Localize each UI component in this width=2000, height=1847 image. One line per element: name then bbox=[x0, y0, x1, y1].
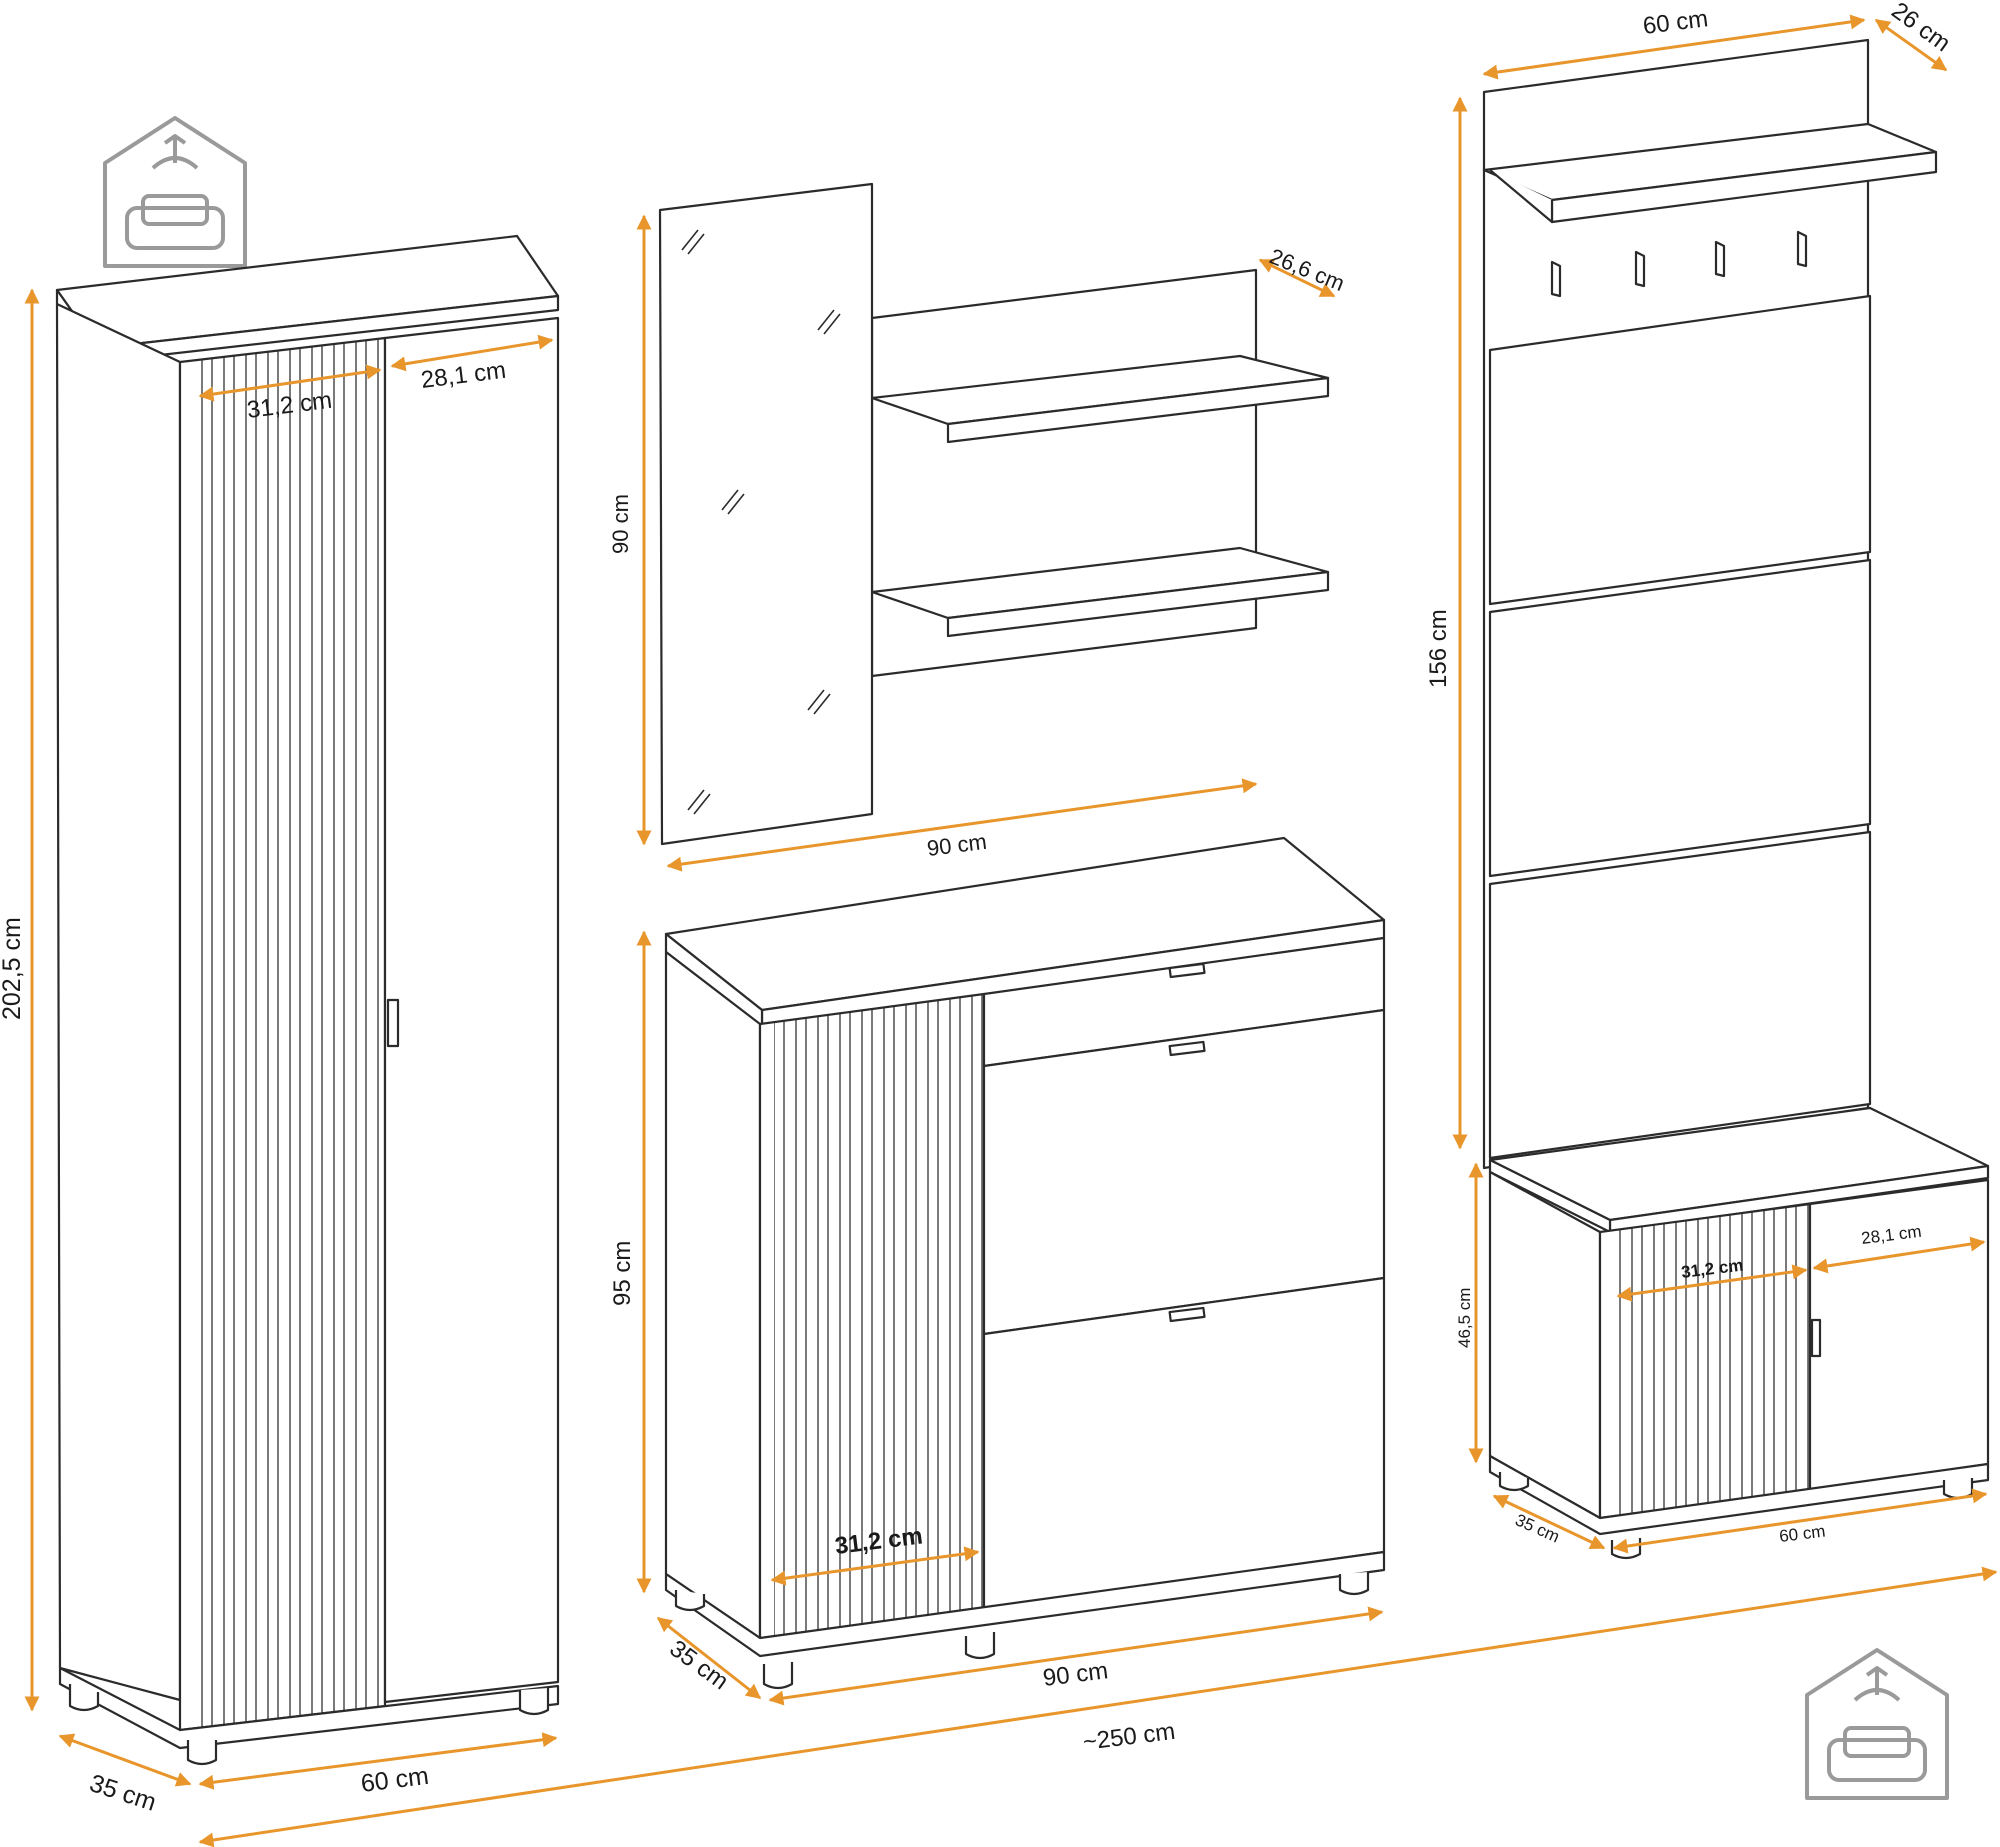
panel-depth-arrow bbox=[1874, 18, 1948, 72]
shelf-depth-label: 26,6 cm bbox=[1266, 243, 1348, 295]
hall-panel-bench: 60 cm 26 cm 156 cm 46,5 cm 60 cm 35 cm 3… bbox=[1425, 0, 1990, 1560]
tall-height-label: 202,5 cm bbox=[0, 917, 26, 1020]
total-width-label: ~250 cm bbox=[1081, 1718, 1176, 1756]
shoe-depth-label: 35 cm bbox=[664, 1635, 733, 1695]
house-sofa-logo-icon bbox=[1805, 1648, 1949, 1800]
tall-depth-label: 35 cm bbox=[86, 1769, 159, 1817]
mirror-shelf-unit: 90 cm 90 cm 26,6 cm bbox=[608, 182, 1348, 872]
tall-width-label: 60 cm bbox=[359, 1762, 430, 1798]
bench-rightdoor-arrow bbox=[1812, 1236, 1986, 1274]
shoe-height-label: 95 cm bbox=[609, 1241, 636, 1306]
tall-rightdoor-arrow bbox=[390, 334, 554, 372]
bench-width-label: 60 cm bbox=[1778, 1521, 1826, 1546]
panel-depth-label: 26 cm bbox=[1886, 0, 1955, 57]
house-sofa-logo-icon bbox=[103, 116, 247, 268]
shelf-depth-arrow bbox=[1258, 258, 1336, 298]
shoe-width-label: 90 cm bbox=[1041, 1657, 1109, 1692]
tall-leftdoor-arrow bbox=[198, 364, 382, 402]
mirror-height-label: 90 cm bbox=[608, 494, 633, 554]
tall-cabinet: 202,5 cm 60 cm 35 cm 31,2 cm 28,1 cm bbox=[0, 234, 560, 1817]
tall-depth-arrow bbox=[58, 1733, 192, 1787]
panel-height-label: 156 cm bbox=[1425, 609, 1452, 688]
mirror-width-arrow bbox=[666, 778, 1258, 872]
bench-leftdoor-arrow bbox=[1616, 1264, 1808, 1302]
panel-width-arrow bbox=[1482, 14, 1866, 80]
mirror-width-label: 90 cm bbox=[926, 829, 989, 861]
total-width-arrow bbox=[198, 1566, 1998, 1847]
bench-width-arrow bbox=[1612, 1488, 1988, 1554]
bench-height-label: 46,5 cm bbox=[1455, 1288, 1474, 1348]
shoe-cabinet: 95 cm 90 cm 35 cm 31,2 cm bbox=[609, 836, 1386, 1706]
panel-width-label: 60 cm bbox=[1641, 5, 1709, 40]
bench-depth-arrow bbox=[1492, 1494, 1606, 1550]
